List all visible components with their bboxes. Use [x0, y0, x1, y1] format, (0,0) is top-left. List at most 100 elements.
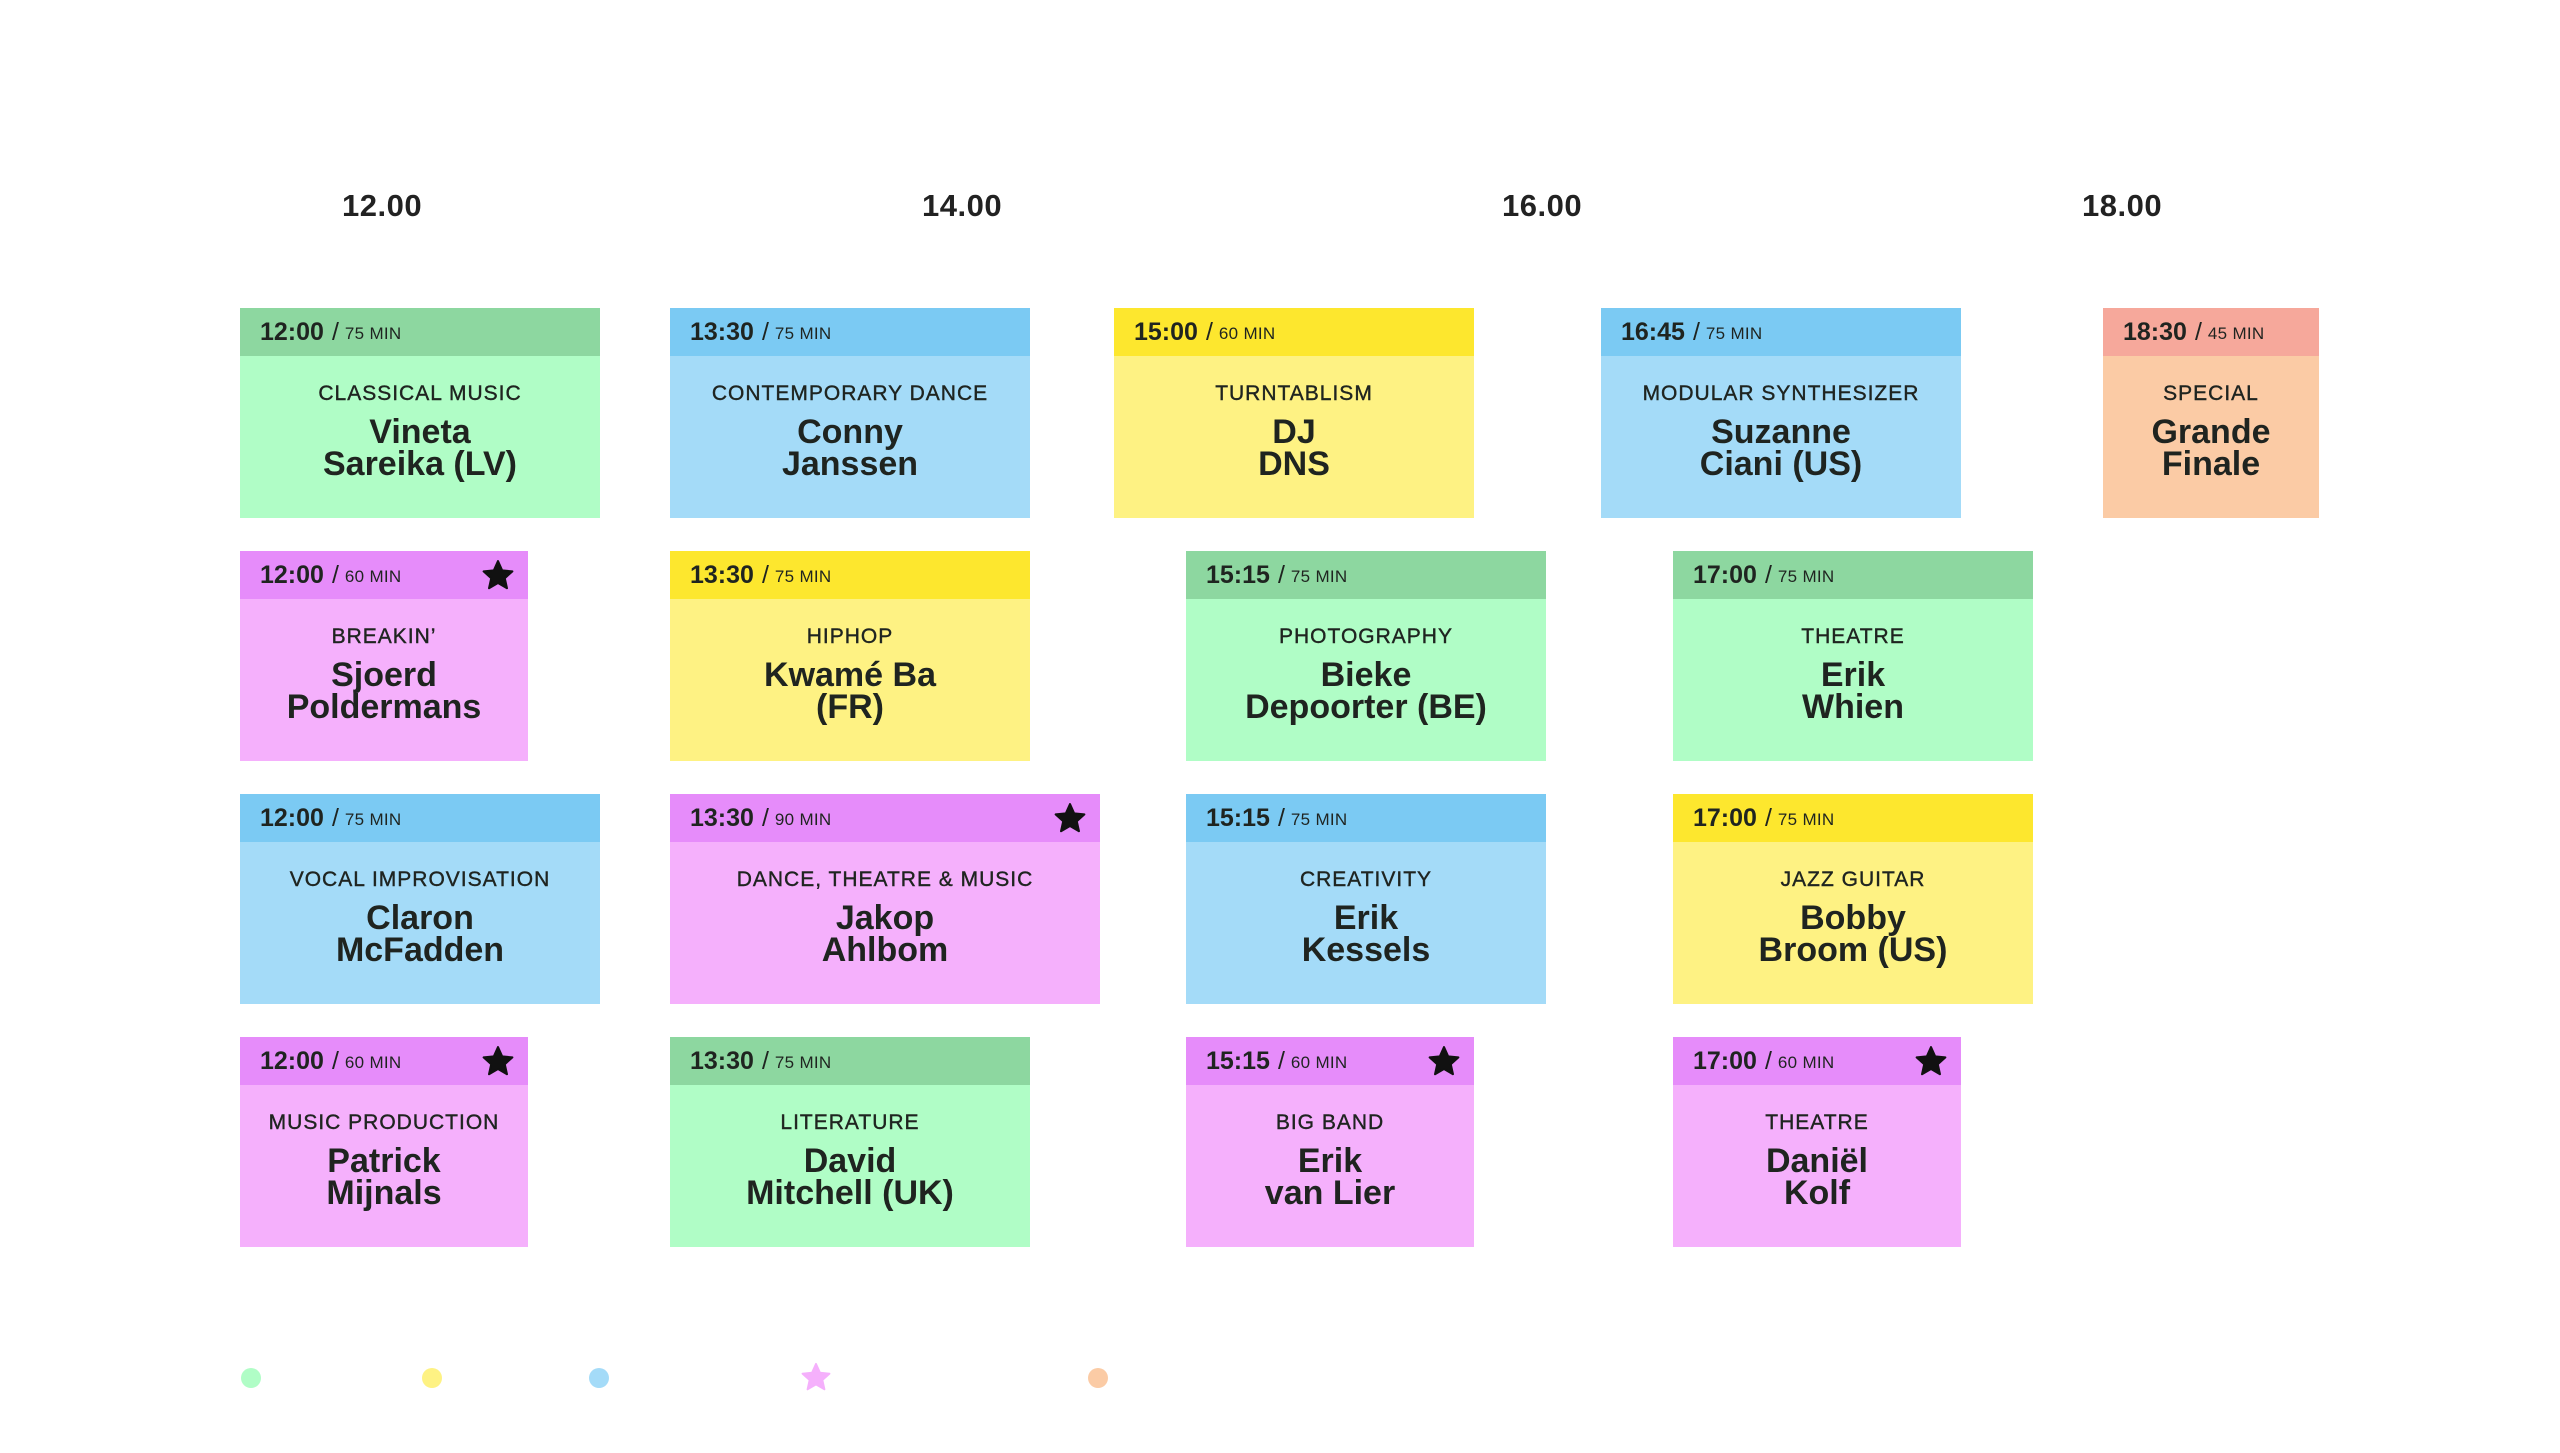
event-card[interactable]: 15:15 / 75 MIN CREATIVITY Erik Kessels: [1186, 794, 1546, 1004]
legend-dot-marker[interactable]: [589, 1368, 609, 1388]
event-card[interactable]: 13:30 / 75 MIN CONTEMPORARY DANCE Conny …: [670, 308, 1030, 518]
event-card[interactable]: 15:15 / 60 MIN BIG BAND Erik van Lier: [1186, 1037, 1474, 1247]
performer-name-line-2: Mitchell (UK): [746, 1174, 954, 1212]
event-card[interactable]: 17:00 / 75 MIN JAZZ GUITAR Bobby Broom (…: [1673, 794, 2033, 1004]
time-separator: /: [761, 560, 769, 589]
performer-name-line-2: Broom (US): [1758, 931, 1948, 969]
event-category: DANCE, THEATRE & MUSIC: [736, 868, 1034, 891]
event-start-time: 15:15: [1206, 1046, 1270, 1075]
event-duration: 75 MIN: [1777, 809, 1835, 829]
event-card[interactable]: 12:00 / 60 MIN MUSIC PRODUCTION Patrick …: [240, 1037, 528, 1247]
event-category: CONTEMPORARY DANCE: [711, 382, 989, 405]
event-card-header: 13:30 / 75 MIN: [670, 551, 1030, 599]
star-icon: [482, 560, 514, 590]
event-card[interactable]: 17:00 / 75 MIN THEATRE Erik Whien: [1673, 551, 2033, 761]
event-card[interactable]: 18:30 / 45 MIN SPECIAL Grande Finale: [2103, 308, 2319, 518]
legend-star-marker[interactable]: [801, 1362, 831, 1392]
event-card-header: 12:00 / 75 MIN: [240, 794, 600, 842]
event-performer: Daniël Kolf: [1673, 1144, 1961, 1210]
event-card-body: JAZZ GUITAR Bobby Broom (US): [1673, 842, 2033, 969]
legend-dot-marker[interactable]: [422, 1368, 442, 1388]
time-separator: /: [761, 1046, 769, 1075]
event-duration: 60 MIN: [1290, 1052, 1348, 1072]
performer-name-line-2: Depoorter (BE): [1245, 688, 1487, 726]
event-card-body: SPECIAL Grande Finale: [2103, 356, 2319, 481]
event-performer: Erik van Lier: [1186, 1144, 1474, 1212]
event-card[interactable]: 13:30 / 90 MIN DANCE, THEATRE & MUSIC Ja…: [670, 794, 1100, 1004]
favorite-star-button[interactable]: [482, 559, 514, 591]
event-start-time: 17:00: [1693, 803, 1757, 832]
time-separator: /: [1764, 803, 1772, 832]
performer-name-line-2: Janssen: [781, 445, 919, 483]
event-duration: 75 MIN: [1290, 566, 1348, 586]
event-category: MODULAR SYNTHESIZER: [1642, 382, 1920, 405]
performer-name-line-2: van Lier: [1264, 1174, 1396, 1212]
event-start-time: 13:30: [690, 560, 754, 589]
performer-name-line-1: Patrick: [327, 1142, 441, 1180]
event-card-body: BIG BAND Erik van Lier: [1186, 1085, 1474, 1212]
event-start-time: 12:00: [260, 560, 324, 589]
event-category: BIG BAND: [1275, 1111, 1385, 1134]
performer-name-line-1: David: [803, 1142, 897, 1180]
legend-dot-marker[interactable]: [241, 1368, 261, 1388]
event-card-header: 16:45 / 75 MIN: [1601, 308, 1961, 356]
event-performer: Erik Kessels: [1186, 899, 1546, 967]
event-category: CREATIVITY: [1299, 868, 1433, 891]
event-card[interactable]: 15:15 / 75 MIN PHOTOGRAPHY Bieke Depoort…: [1186, 551, 1546, 761]
event-card[interactable]: 16:45 / 75 MIN MODULAR SYNTHESIZER Suzan…: [1601, 308, 1961, 518]
time-separator: /: [1277, 1046, 1285, 1075]
time-separator: /: [1764, 560, 1772, 589]
time-separator: /: [761, 803, 769, 832]
event-performer: Grande Finale: [2103, 415, 2319, 481]
favorite-star-button[interactable]: [482, 1045, 514, 1077]
event-card-body: CREATIVITY Erik Kessels: [1186, 842, 1546, 967]
event-card[interactable]: 13:30 / 75 MIN HIPHOP Kwamé Ba (FR): [670, 551, 1030, 761]
event-category: PHOTOGRAPHY: [1279, 625, 1453, 648]
event-card-body: VOCAL IMPROVISATION Claron McFadden: [240, 842, 600, 967]
event-card-header: 13:30 / 75 MIN: [670, 308, 1030, 356]
event-card[interactable]: 12:00 / 75 MIN CLASSICAL MUSIC Vineta Sa…: [240, 308, 600, 518]
event-card[interactable]: 13:30 / 75 MIN LITERATURE David Mitchell…: [670, 1037, 1030, 1247]
event-card[interactable]: 15:00 / 60 MIN TURNTABLISM DJ DNS: [1114, 308, 1474, 518]
event-card-header: 15:15 / 75 MIN: [1186, 551, 1546, 599]
favorite-star-button[interactable]: [1428, 1045, 1460, 1077]
event-card[interactable]: 12:00 / 60 MIN BREAKIN’ Sjoerd Polderman…: [240, 551, 528, 761]
performer-name-line-2: Whien: [1802, 688, 1904, 726]
performer-name-line-1: Vineta: [369, 413, 471, 451]
time-label: 12.00: [342, 188, 423, 223]
event-card-header: 15:15 / 75 MIN: [1186, 794, 1546, 842]
performer-name-line-1: Bieke: [1320, 656, 1412, 694]
star-icon: [1054, 803, 1086, 833]
event-start-time: 16:45: [1621, 317, 1685, 346]
event-category: MUSIC PRODUCTION: [268, 1111, 500, 1134]
event-card[interactable]: 17:00 / 60 MIN THEATRE Daniël Kolf: [1673, 1037, 1961, 1247]
event-duration: 75 MIN: [1777, 566, 1835, 586]
event-card-header: 18:30 / 45 MIN: [2103, 308, 2319, 356]
event-performer: Conny Janssen: [670, 415, 1030, 483]
event-card-body: THEATRE Daniël Kolf: [1673, 1085, 1961, 1210]
performer-name-line-1: Erik: [1333, 899, 1399, 937]
event-start-time: 12:00: [260, 803, 324, 832]
performer-name-line-2: Mijnals: [326, 1174, 442, 1212]
event-card-header: 17:00 / 60 MIN: [1673, 1037, 1961, 1085]
legend-dot-marker[interactable]: [1088, 1368, 1108, 1388]
event-card-body: DANCE, THEATRE & MUSIC Jakop Ahlbom: [670, 842, 1100, 967]
event-performer: Sjoerd Poldermans: [240, 658, 528, 724]
event-card-body: PHOTOGRAPHY Bieke Depoorter (BE): [1186, 599, 1546, 726]
performer-name-line-1: Bobby: [1800, 899, 1906, 937]
event-performer: David Mitchell (UK): [670, 1142, 1030, 1212]
event-duration: 75 MIN: [774, 1052, 832, 1072]
event-start-time: 12:00: [260, 1046, 324, 1075]
event-card-header: 12:00 / 60 MIN: [240, 1037, 528, 1085]
event-card-body: MODULAR SYNTHESIZER Suzanne Ciani (US): [1601, 356, 1961, 481]
event-card[interactable]: 12:00 / 75 MIN VOCAL IMPROVISATION Claro…: [240, 794, 600, 1004]
favorite-star-button[interactable]: [1054, 802, 1086, 834]
event-category: JAZZ GUITAR: [1780, 868, 1926, 891]
time-separator: /: [1205, 317, 1213, 346]
event-card-header: 15:15 / 60 MIN: [1186, 1037, 1474, 1085]
favorite-star-button[interactable]: [1915, 1045, 1947, 1077]
event-performer: Suzanne Ciani (US): [1601, 415, 1961, 481]
time-separator: /: [2194, 317, 2202, 346]
time-separator: /: [761, 317, 769, 346]
performer-name-line-1: Erik: [1820, 656, 1886, 694]
